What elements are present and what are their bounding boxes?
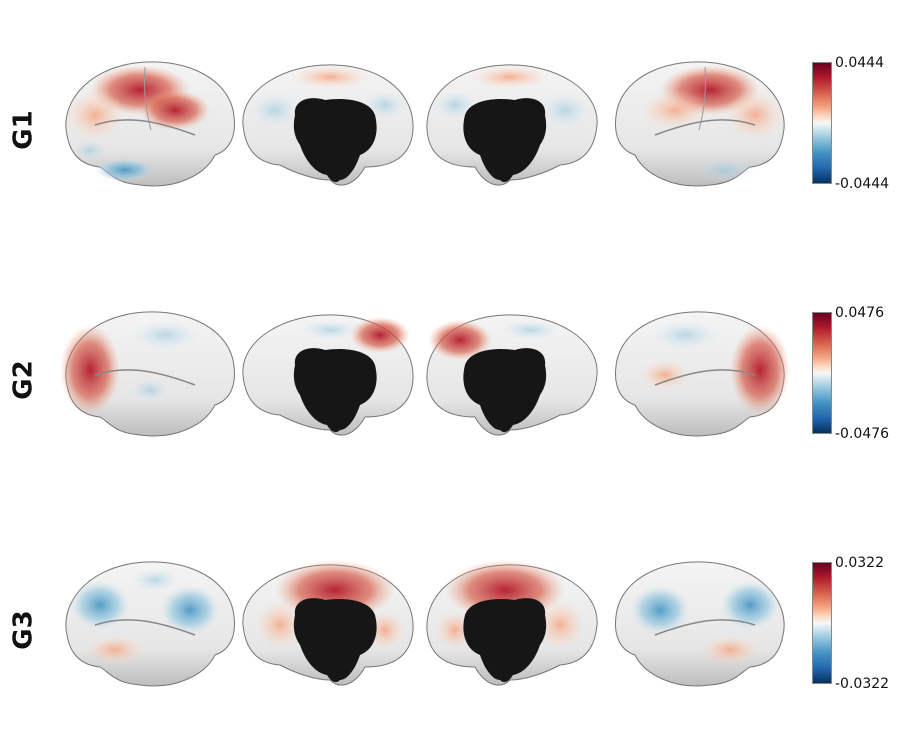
brain-left-medial: [242, 64, 414, 186]
colorbar-g2: [812, 312, 832, 434]
brain-left-lateral: [65, 561, 235, 687]
gradient-row-g1: G1 0.0444 -0.0444: [0, 50, 900, 210]
colorbar-min-label-g1: -0.0444: [835, 176, 890, 192]
colorbar-max-label-g1: 0.0444: [835, 55, 884, 71]
gradient-row-g2: G2 0.0476 -0.0476: [0, 300, 900, 460]
row-label-g3: G3: [9, 610, 39, 650]
brain-left-lateral: [65, 61, 235, 187]
brain-right-medial: [426, 64, 598, 186]
colorbar-max-label-g2: 0.0476: [835, 305, 884, 321]
brain-right-lateral: [615, 61, 785, 187]
colorbar-g1: [812, 62, 832, 184]
brain-right-lateral: [615, 311, 790, 437]
brain-right-medial: [426, 314, 598, 436]
colorbar-min-label-g3: -0.0322: [835, 676, 890, 692]
gradient-row-g3: G3 0.0322 -0.0322: [0, 550, 900, 710]
colorbar-min-label-g2: -0.0476: [835, 426, 890, 442]
colorbar-g3: [812, 562, 832, 684]
row-label-g1: G1: [9, 110, 39, 150]
brain-left-medial: [242, 314, 414, 436]
brain-right-lateral: [615, 561, 785, 687]
row-label-g2: G2: [9, 360, 39, 400]
colorbar-max-label-g3: 0.0322: [835, 555, 884, 571]
brain-right-medial: [426, 560, 598, 686]
brain-left-medial: [242, 560, 414, 686]
brain-left-lateral: [60, 311, 235, 437]
